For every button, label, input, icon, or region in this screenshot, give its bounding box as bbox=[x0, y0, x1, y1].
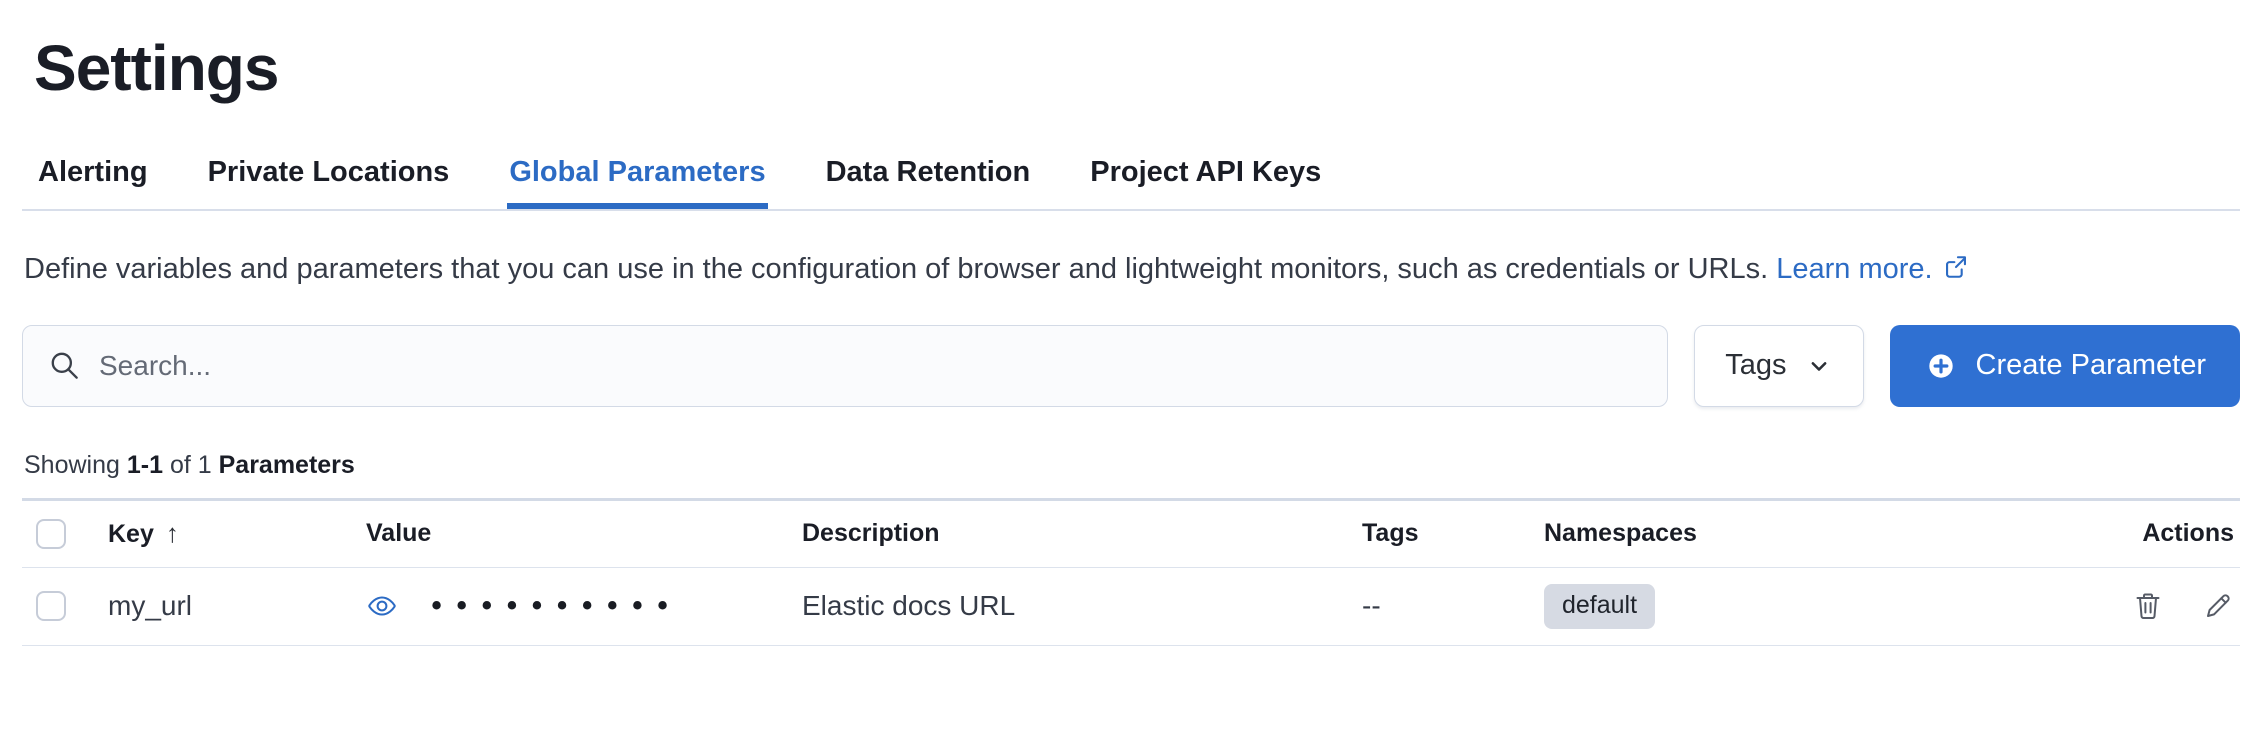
row-checkbox[interactable] bbox=[36, 591, 66, 622]
results-summary: Showing 1-1 of 1 Parameters bbox=[24, 451, 2240, 480]
page-title: Settings bbox=[34, 32, 279, 104]
edit-pencil-icon[interactable] bbox=[2202, 590, 2234, 622]
learn-more-link[interactable]: Learn more. bbox=[1776, 253, 1968, 285]
external-link-icon bbox=[1943, 254, 1969, 280]
create-parameter-button[interactable]: Create Parameter bbox=[1889, 324, 2240, 407]
tab-alerting[interactable]: Alerting bbox=[38, 155, 148, 188]
column-namespaces-label: Namespaces bbox=[1544, 519, 1697, 548]
tags-filter-button[interactable]: Tags bbox=[1694, 324, 1864, 407]
search-icon bbox=[48, 349, 82, 383]
row-key-cell: my_url bbox=[86, 590, 344, 622]
parameter-key: my_url bbox=[108, 590, 193, 622]
parameter-tags: -- bbox=[1362, 590, 1381, 622]
settings-page: Settings Alerting Private Locations Glob… bbox=[22, 32, 2240, 646]
column-tags-label: Tags bbox=[1362, 519, 1419, 548]
column-header-description: Description bbox=[780, 519, 1340, 548]
parameters-table: Key ↑ Value Description Tags Namespaces A… bbox=[22, 497, 2240, 646]
learn-more-label: Learn more. bbox=[1776, 252, 1933, 285]
settings-tabs: Alerting Private Locations Global Parame… bbox=[22, 150, 2240, 211]
tab-global-parameters[interactable]: Global Parameters bbox=[507, 150, 767, 209]
summary-range: 1-1 bbox=[126, 450, 163, 479]
header-checkbox-cell bbox=[22, 518, 86, 549]
tags-button-label: Tags bbox=[1725, 349, 1787, 382]
tab-project-api-keys[interactable]: Project API Keys bbox=[1090, 155, 1322, 188]
intro-text: Define variables and parameters that you… bbox=[24, 252, 1769, 285]
column-value-label: Value bbox=[366, 519, 432, 548]
column-header-value: Value bbox=[344, 519, 780, 548]
row-actions-cell bbox=[2036, 590, 2240, 622]
tab-private-locations[interactable]: Private Locations bbox=[207, 155, 450, 188]
create-parameter-label: Create Parameter bbox=[1975, 349, 2207, 382]
summary-of: of 1 bbox=[169, 450, 212, 479]
tab-data-retention[interactable]: Data Retention bbox=[825, 155, 1031, 188]
row-value-cell: •••••••••• bbox=[344, 590, 780, 622]
summary-prefix: Showing bbox=[24, 450, 120, 479]
row-namespaces-cell: default bbox=[1522, 583, 2036, 629]
masked-parameter-value: •••••••••• bbox=[428, 588, 680, 623]
select-all-checkbox[interactable] bbox=[36, 518, 66, 549]
column-header-namespaces: Namespaces bbox=[1522, 519, 2036, 548]
column-key-label: Key bbox=[108, 520, 154, 549]
search-field-wrapper bbox=[22, 324, 1669, 407]
column-description-label: Description bbox=[802, 519, 940, 548]
column-header-tags: Tags bbox=[1340, 519, 1522, 548]
reveal-value-eye-icon[interactable] bbox=[366, 590, 398, 622]
search-input[interactable] bbox=[22, 324, 1669, 407]
namespace-badge: default bbox=[1544, 583, 1656, 629]
sort-ascending-icon: ↑ bbox=[165, 518, 179, 549]
column-header-key[interactable]: Key ↑ bbox=[86, 518, 344, 549]
toolbar: Tags Create Parameter bbox=[22, 324, 2240, 407]
row-checkbox-cell bbox=[22, 591, 86, 622]
column-actions-label: Actions bbox=[2142, 519, 2234, 548]
column-header-actions: Actions bbox=[2036, 519, 2240, 548]
plus-in-circle-icon bbox=[1924, 349, 1958, 383]
delete-trash-icon[interactable] bbox=[2132, 590, 2164, 622]
parameter-description: Elastic docs URL bbox=[802, 590, 1016, 622]
chevron-down-icon bbox=[1805, 352, 1833, 380]
intro-paragraph: Define variables and parameters that you… bbox=[24, 245, 2224, 293]
table-row: my_url •••••••••• Elastic docs URL -- de… bbox=[22, 568, 2240, 646]
summary-entity: Parameters bbox=[218, 450, 355, 479]
row-tags-cell: -- bbox=[1340, 590, 1522, 622]
table-header-row: Key ↑ Value Description Tags Namespaces A… bbox=[22, 497, 2240, 568]
row-description-cell: Elastic docs URL bbox=[780, 590, 1340, 622]
